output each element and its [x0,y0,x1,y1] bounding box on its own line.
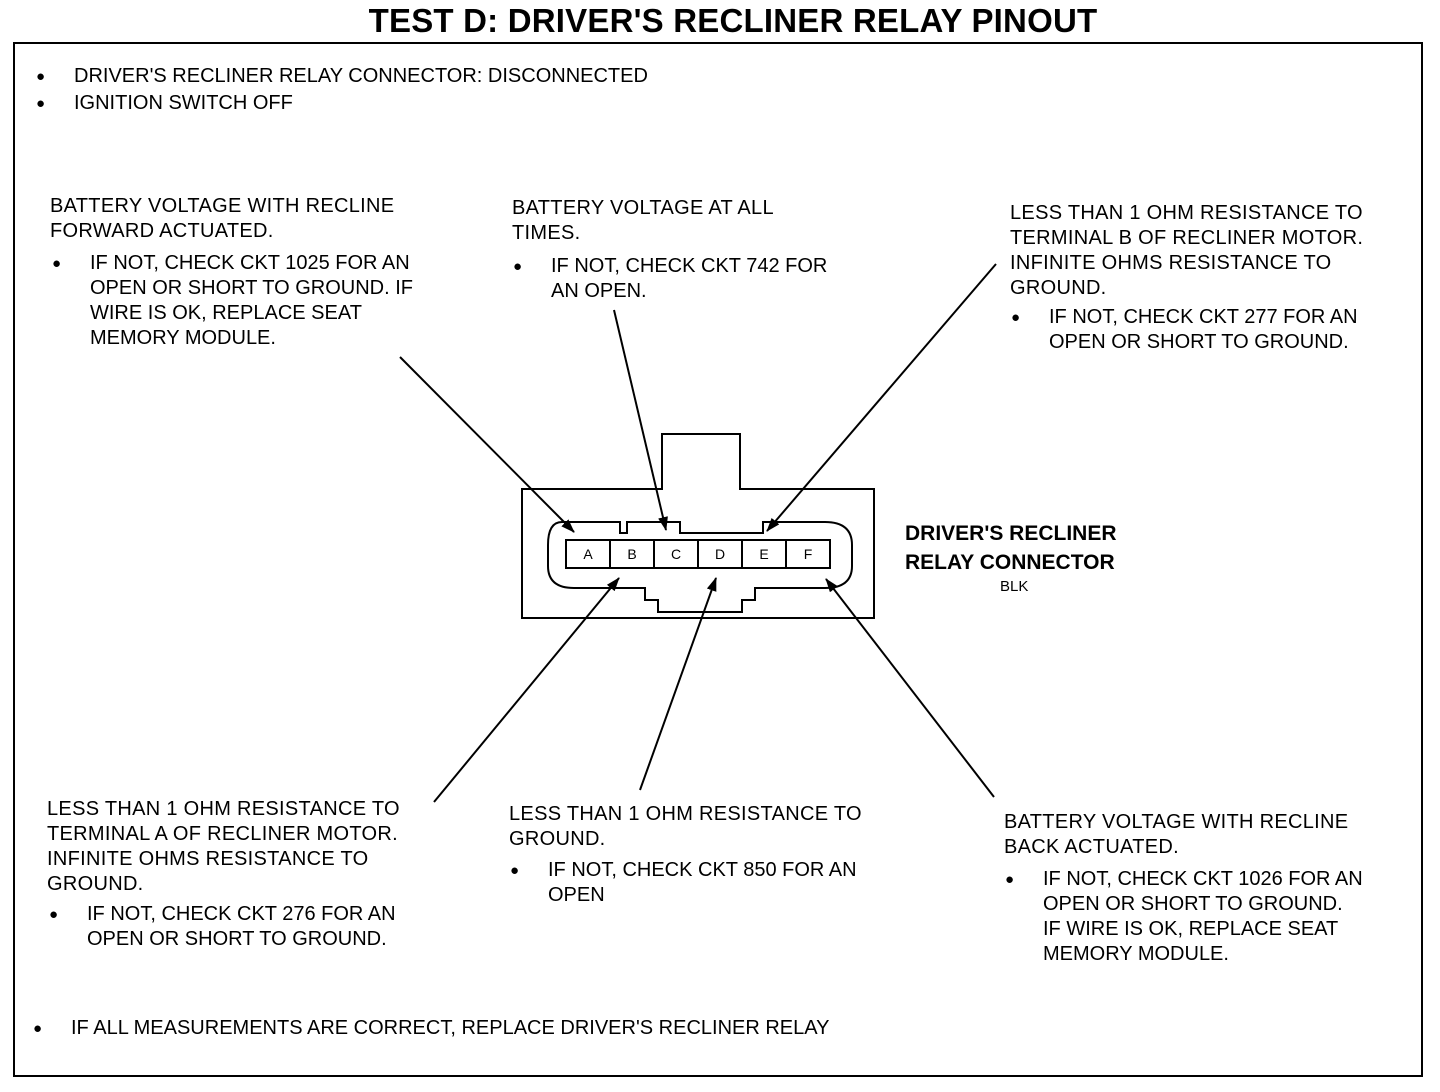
pin-e-label: E [759,546,768,562]
bullet-icon: ● [510,862,520,879]
footer-item: ● IF ALL MEASUREMENTS ARE CORRECT, REPLA… [33,1016,829,1041]
footer-text: IF ALL MEASUREMENTS ARE CORRECT, REPLACE… [71,1017,830,1039]
pin-b-label: B [627,546,636,562]
pin-f-bullet-line: MEMORY MODULE. [1043,943,1229,965]
pin-a-label: A [583,546,593,562]
pin-e-bullet: ● IF NOT, CHECK CKT 277 FOR AN OPEN OR S… [1011,305,1358,355]
pin-f-bullet-line: IF NOT, CHECK CKT 1026 FOR AN [1043,868,1363,890]
bullet-icon: ● [36,95,46,112]
pin-e-bullet-line: OPEN OR SHORT TO GROUND. [1049,331,1349,353]
bullet-icon: ● [36,68,46,85]
pin-b-cell [609,539,655,569]
pin-b-bullet-line: OPEN OR SHORT TO GROUND. [87,928,387,950]
pin-e-bullet-line: IF NOT, CHECK CKT 277 FOR AN [1049,306,1358,328]
pin-f-bullet: ● IF NOT, CHECK CKT 1026 FOR AN OPEN OR … [1005,867,1363,967]
pin-b-text-line: LESS THAN 1 OHM RESISTANCE TO [47,798,400,820]
condition-item: ● DRIVER'S RECLINER RELAY CONNECTOR: DIS… [36,64,648,89]
condition-text: IGNITION SWITCH OFF [74,92,293,114]
pin-d-bullet-line: OPEN [548,884,605,906]
pin-f-bullet-line: IF WIRE IS OK, REPLACE SEAT [1043,918,1339,940]
pin-d-label: D [715,546,725,562]
pin-c-text-line: TIMES. [512,222,581,244]
bullet-icon: ● [33,1020,43,1037]
pin-d-leader-arrow [639,577,717,791]
pin-f-cell [785,539,831,569]
pin-f-leader-arrow [825,578,995,798]
pin-c-text-line: BATTERY VOLTAGE AT ALL [512,197,774,219]
connector-housing [521,433,875,619]
pin-a-leader-arrow [399,356,575,533]
pin-a-bullet: ● IF NOT, CHECK CKT 1025 FOR AN OPEN OR … [52,251,413,351]
pin-b-text-line: TERMINAL A OF RECLINER MOTOR. [47,823,398,845]
pin-a-bullet-line: IF NOT, CHECK CKT 1025 FOR AN [90,252,410,274]
pin-f-text-line: BATTERY VOLTAGE WITH RECLINE [1004,811,1349,833]
pin-d-note: LESS THAN 1 OHM RESISTANCE TO GROUND. [509,802,862,852]
pin-d-text-line: LESS THAN 1 OHM RESISTANCE TO [509,803,862,825]
pin-f-label: F [804,546,813,562]
pin-b-bullet-line: IF NOT, CHECK CKT 276 FOR AN [87,903,396,925]
diagram-frame [13,42,1423,1077]
pin-c-note: BATTERY VOLTAGE AT ALL TIMES. [512,196,774,246]
pin-c-leader-arrow [613,309,668,531]
condition-text: DRIVER'S RECLINER RELAY CONNECTOR: DISCO… [74,65,648,87]
connector-title-line: RELAY CONNECTOR [905,551,1115,574]
connector-title: DRIVER'S RECLINER RELAY CONNECTOR [905,519,1117,577]
pin-c-bullet-line: AN OPEN. [551,280,647,302]
pin-c-bullet-line: IF NOT, CHECK CKT 742 FOR [551,255,828,277]
pin-a-bullet-line: WIRE IS OK, REPLACE SEAT [90,302,362,324]
pin-e-text-line: TERMINAL B OF RECLINER MOTOR. [1010,227,1364,249]
bullet-icon: ● [513,258,523,275]
pin-c-label: C [671,546,681,562]
pin-c-cell [653,539,699,569]
page-title: TEST D: DRIVER'S RECLINER RELAY PINOUT [368,2,1098,39]
pin-row [565,539,831,569]
pin-e-text-line: GROUND. [1010,277,1107,299]
bullet-icon: ● [52,255,62,272]
pin-d-text-line: GROUND. [509,828,606,850]
pin-d-bullet: ● IF NOT, CHECK CKT 850 FOR AN OPEN [510,858,857,908]
pin-b-bullet: ● IF NOT, CHECK CKT 276 FOR AN OPEN OR S… [49,902,396,952]
pin-a-bullet-line: MEMORY MODULE. [90,327,276,349]
bullet-icon: ● [1005,871,1015,888]
pin-b-text-line: INFINITE OHMS RESISTANCE TO [47,848,369,870]
pin-b-text-line: GROUND. [47,873,144,895]
bullet-icon: ● [49,906,59,923]
pin-a-bullet-line: OPEN OR SHORT TO GROUND. IF [90,277,414,299]
connector-color-label: BLK [1000,578,1029,595]
connector-title-line: DRIVER'S RECLINER [905,522,1117,545]
pin-e-text-line: INFINITE OHMS RESISTANCE TO [1010,252,1332,274]
pin-c-bullet: ● IF NOT, CHECK CKT 742 FOR AN OPEN. [513,254,827,304]
bullet-icon: ● [1011,309,1021,326]
pin-f-bullet-line: OPEN OR SHORT TO GROUND. [1043,893,1343,915]
pin-f-text-line: BACK ACTUATED. [1004,836,1179,858]
pin-b-note: LESS THAN 1 OHM RESISTANCE TO TERMINAL A… [47,797,400,897]
pin-f-note: BATTERY VOLTAGE WITH RECLINE BACK ACTUAT… [1004,810,1348,860]
pin-a-note: BATTERY VOLTAGE WITH RECLINE FORWARD ACT… [50,194,394,244]
pin-e-leader-arrow [766,263,997,532]
pin-a-text-line: BATTERY VOLTAGE WITH RECLINE [50,195,395,217]
pin-d-bullet-line: IF NOT, CHECK CKT 850 FOR AN [548,859,857,881]
pin-b-leader-arrow [433,577,620,803]
pin-a-cell [565,539,611,569]
condition-item: ● IGNITION SWITCH OFF [36,91,293,116]
pin-e-text-line: LESS THAN 1 OHM RESISTANCE TO [1010,202,1363,224]
pin-e-cell [741,539,787,569]
connector-cavity [547,521,853,613]
pin-a-text-line: FORWARD ACTUATED. [50,220,274,242]
pin-e-note: LESS THAN 1 OHM RESISTANCE TO TERMINAL B… [1010,201,1363,301]
